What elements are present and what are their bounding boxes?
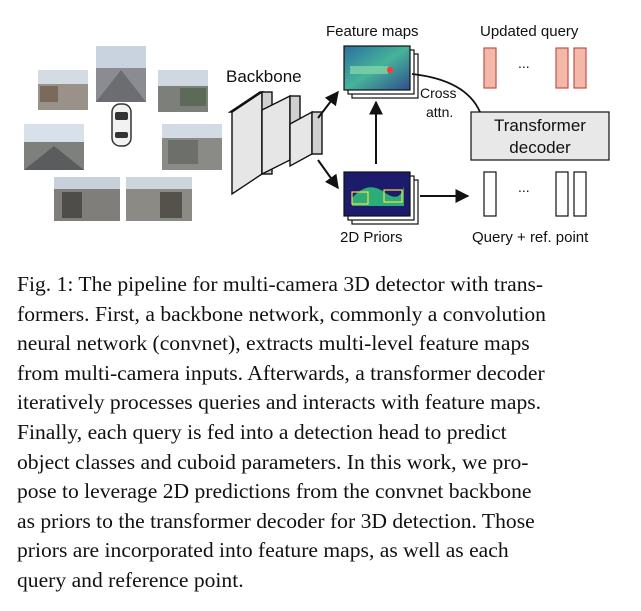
caption-line: formers. First, a backbone network, comm… [17,301,546,326]
camera-image-right [162,124,222,170]
camera-images [24,46,222,221]
priors-stack [343,171,419,225]
caption-line: object classes and cuboid parameters. In… [17,449,529,474]
ego-car-icon [111,103,132,147]
caption-line: priors are incorporated into feature map… [17,538,509,563]
figure-caption: Fig. 1: The pipeline for multi-camera 3D… [17,270,625,596]
updated-query-ellipsis: ... [518,55,530,71]
feature-maps-label: Feature maps [326,23,419,40]
query-ref-label: Query + ref. point [472,229,589,246]
camera-image-front-right [158,70,208,112]
pipeline-figure: Backbone Feature maps Updated query ... … [24,23,610,246]
caption-line: query and reference point. [17,567,244,592]
cross-attn-label-line2: attn. [426,104,453,120]
backbone-blocks [227,90,323,196]
caption-line: neural network (convnet), extracts multi… [17,331,530,356]
query-boxes [483,171,587,217]
transformer-decoder-box [470,111,610,161]
caption-line: Finally, each query is fed into a detect… [17,419,507,444]
caption-line: from multi-camera inputs. Afterwards, a … [17,360,545,385]
updated-query-boxes [483,47,587,89]
caption-line: pose to leverage 2D predictions from the… [17,479,532,504]
decoder-label-line1: Transformer [494,116,586,135]
arrow-backbone-to-features [317,90,339,119]
decoder-label-line2: decoder [509,138,571,157]
caption-line: iteratively processes queries and intera… [17,390,542,415]
feature-maps-stack [343,45,419,99]
query-ellipsis: ... [518,179,530,195]
updated-query-label: Updated query [480,23,579,40]
priors-label: 2D Priors [340,229,403,246]
caption-line: as priors to the transformer decoder for… [17,508,535,533]
backbone-label: Backbone [226,67,302,86]
camera-image-back-right [126,177,192,221]
camera-image-front [96,46,146,102]
caption-line: Fig. 1: The pipeline for multi-camera 3D… [17,272,544,296]
camera-image-left [24,124,84,170]
camera-image-front-left [38,70,88,110]
cross-attn-curve [411,73,481,113]
cross-attn-label-line1: Cross [420,85,457,101]
camera-image-back-left [54,177,120,221]
arrow-backbone-to-priors [317,159,339,190]
